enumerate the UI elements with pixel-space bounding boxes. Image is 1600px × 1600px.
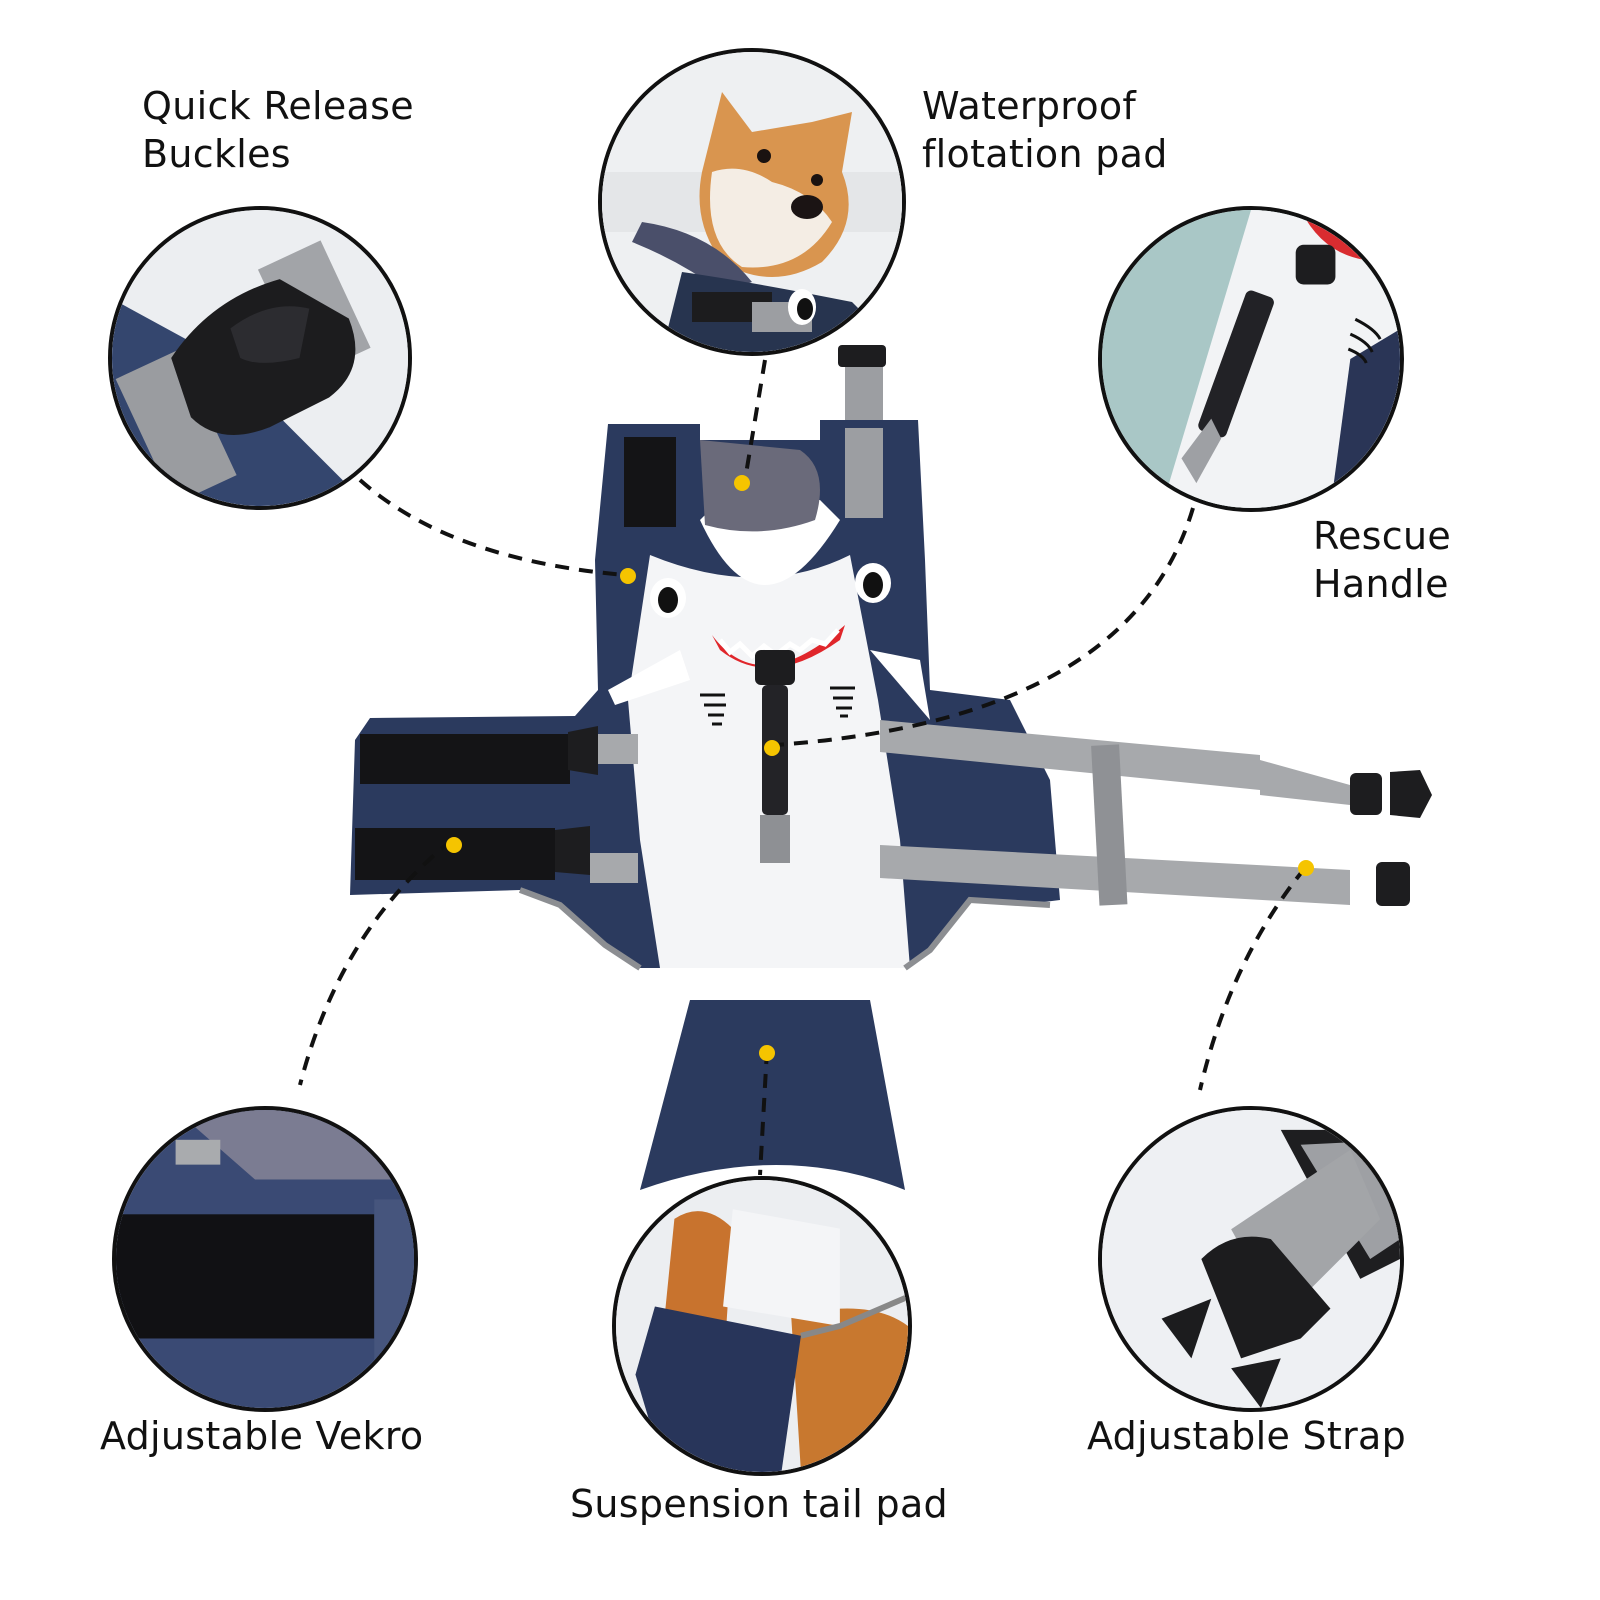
label-adjustable-strap: Adjustable Strap: [1087, 1412, 1406, 1460]
label-line: Waterproof: [922, 84, 1137, 128]
callout-dot-velcro: [446, 837, 462, 853]
vest-body: [350, 420, 1060, 968]
label-line: Rescue: [1313, 514, 1452, 558]
photo-quick-release-buckle: [108, 206, 412, 510]
label-line: Quick Release: [142, 84, 414, 128]
photo-dog-flotation-pad: [598, 48, 906, 356]
shark-eye-left: [650, 578, 686, 618]
strap-buckle-detail-icon: [1102, 1110, 1400, 1408]
right-strap-top: [880, 720, 1260, 790]
suspension-tail: [640, 1000, 905, 1190]
tail-pad-detail-icon: [616, 1180, 908, 1472]
photo-adjustable-strap: [1098, 1106, 1404, 1412]
photo-rescue-handle: [1098, 206, 1404, 512]
label-line: flotation pad: [922, 132, 1168, 176]
callout-dot-buckle: [620, 568, 636, 584]
velcro-strap-top: [360, 734, 570, 784]
callout-dot-tail-pad: [759, 1045, 775, 1061]
label-line: Handle: [1313, 562, 1449, 606]
velcro-strap-bottom: [355, 828, 555, 880]
velcro-detail-icon: [116, 1110, 414, 1408]
photo-suspension-tail-pad: [612, 1176, 912, 1476]
label-quick-release-buckles: Quick Release Buckles: [142, 82, 414, 178]
handle-buckle: [755, 650, 795, 685]
flotation-pad: [700, 440, 820, 532]
label-waterproof-flotation-pad: Waterproof flotation pad: [922, 82, 1168, 178]
dog-wearing-vest-icon: [602, 52, 902, 352]
shark-eye-right: [855, 563, 891, 603]
label-line: Adjustable Strap: [1087, 1414, 1407, 1458]
buckle-detail-icon: [112, 210, 408, 506]
label-rescue-handle: Rescue Handle: [1313, 512, 1451, 608]
right-strap-bottom: [880, 845, 1350, 905]
label-line: Buckles: [142, 132, 291, 176]
photo-adjustable-velcro: [112, 1106, 418, 1412]
callout-dot-rescue-handle: [764, 740, 780, 756]
callout-dot-flotation-pad: [734, 475, 750, 491]
callout-dot-strap: [1298, 860, 1314, 876]
shark-belly: [628, 555, 910, 968]
rescue-handle-detail-icon: [1102, 210, 1400, 508]
label-line: Suspension tail pad: [570, 1482, 948, 1526]
shark-mouth: [712, 625, 845, 668]
label-adjustable-vekro: Adjustable Vekro: [100, 1412, 423, 1460]
label-line: Adjustable Vekro: [100, 1414, 424, 1458]
top-adjust-strap: [845, 355, 883, 430]
label-suspension-tail-pad: Suspension tail pad: [570, 1480, 948, 1528]
shoulder-velcro: [624, 437, 676, 527]
